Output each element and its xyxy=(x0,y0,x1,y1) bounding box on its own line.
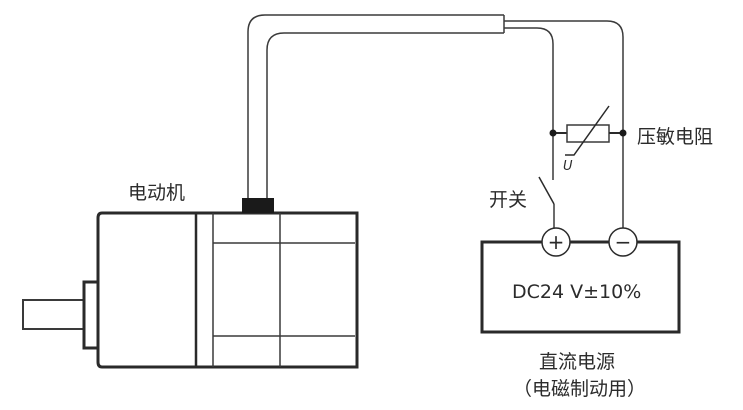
junction-dot-left xyxy=(549,129,557,137)
switch-blade xyxy=(538,176,555,205)
varistor-label: 压敏电阻 xyxy=(637,126,714,148)
terminal-negative xyxy=(608,227,638,257)
power-name-label: 直流电源 xyxy=(539,351,616,373)
motor-shaft xyxy=(22,299,86,330)
varistor-symbol-label: U xyxy=(563,159,573,174)
terminal-negative-sign: − xyxy=(615,230,632,254)
junction-dot-right xyxy=(619,129,627,137)
motor-label: 电动机 xyxy=(128,182,186,204)
power-supply-box xyxy=(480,240,681,334)
wire-negative xyxy=(504,20,624,228)
power-spec-label: DC24 V±10% xyxy=(512,281,642,303)
motor-body xyxy=(96,211,359,369)
varistor-body xyxy=(566,124,610,143)
cable-sheath-outer xyxy=(247,14,504,198)
switch-label: 开关 xyxy=(489,189,528,211)
cable-connector xyxy=(242,198,274,213)
wire-positive xyxy=(504,27,554,180)
cable-sheath-inner xyxy=(266,32,504,198)
varistor-slash xyxy=(565,105,610,156)
power-note-label: （电磁制动用） xyxy=(513,378,647,400)
motor-flange xyxy=(82,280,100,350)
terminal-positive xyxy=(541,227,571,257)
terminal-positive-sign: + xyxy=(548,230,565,254)
